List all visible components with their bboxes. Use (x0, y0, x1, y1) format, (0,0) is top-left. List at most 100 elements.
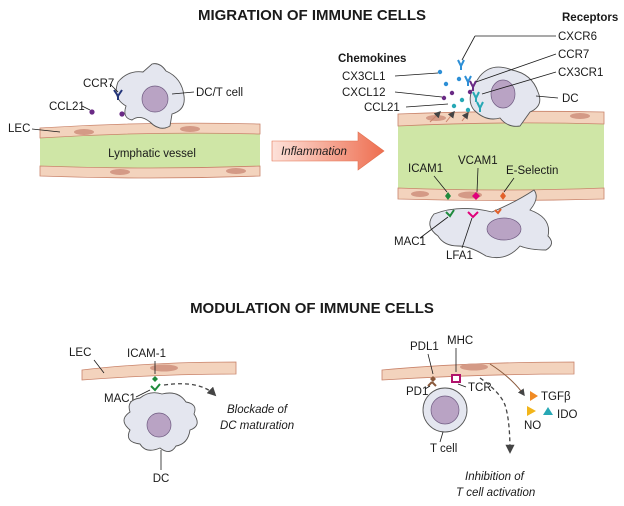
receptors-header: Receptors (562, 12, 618, 24)
icam1-marker (445, 192, 451, 200)
mac1-ligand-icon (150, 383, 161, 392)
leader-line (394, 91, 443, 98)
blockade-label-line2: DC maturation (220, 420, 294, 432)
lec-nucleus (180, 126, 200, 132)
pd1-marker (427, 381, 437, 387)
ligand-label-lfa1: LFA1 (446, 250, 473, 262)
chemokines-header: Chemokines (338, 53, 406, 65)
lec-nucleus (110, 169, 130, 175)
inhibition-arrow (479, 377, 515, 454)
leader-line (424, 385, 431, 390)
leader-line (405, 103, 449, 108)
adhesion-label-icam1: ICAM1 (408, 163, 443, 175)
adhesion-label-vcam1: VCAM1 (458, 155, 498, 167)
chemokine-dots (437, 69, 473, 113)
ccr7-receptor-icon (113, 89, 123, 100)
no-label: NO (524, 420, 541, 432)
inhibition-label-line1: Inhibition of (465, 471, 526, 483)
ido-triangle-icon (543, 407, 553, 415)
cell-nucleus (146, 412, 172, 438)
mhc-marker (451, 374, 461, 383)
mac1-label: MAC1 (104, 393, 136, 405)
leader-line (503, 177, 515, 193)
left-lymphatic-vessel (39, 122, 261, 179)
cxcr6-receptor-icon (464, 75, 472, 86)
mac1-ligand-icon (445, 209, 455, 218)
leader-line (135, 389, 151, 398)
no-triangle-icon (527, 406, 536, 416)
lec-nucleus (411, 191, 429, 197)
vcam1-marker (472, 192, 480, 200)
leader-line (171, 91, 195, 95)
chemokine-label-cx3cl1: CX3CL1 (342, 71, 385, 83)
leader-line (457, 383, 467, 388)
secretion-arrow (489, 363, 525, 397)
modulation-dc-cell (123, 392, 198, 452)
leader-line (433, 175, 448, 193)
tcr-label: TCR (468, 382, 492, 394)
leader-line (427, 353, 434, 375)
adhered-dc-cell (429, 189, 552, 259)
icam-1-label: ICAM-1 (127, 348, 166, 360)
vessel-bottom-wall (39, 165, 261, 179)
leader-line (481, 71, 557, 95)
mod-dc-label: DC (153, 473, 170, 485)
e-selectin-marker (500, 192, 506, 200)
chemokine-label-cxcl12: CXCL12 (342, 87, 385, 99)
mhc-label: MHC (447, 335, 473, 347)
leader-line (439, 431, 444, 443)
cell-label: DC/T cell (196, 87, 243, 99)
modulation-title: MODULATION OF IMMUNE CELLS (190, 300, 434, 317)
lec-nucleus (460, 363, 488, 371)
receptor-label-cx3cr1: CX3CR1 (558, 67, 603, 79)
leader-line (461, 35, 476, 61)
vessel-lumen (40, 131, 260, 170)
leader-line (394, 72, 439, 77)
cell-nucleus (141, 85, 169, 113)
leader-line (81, 105, 91, 111)
modulation-left-endothelium (81, 361, 237, 381)
receptor-label-cxcr6: CXCR6 (558, 31, 597, 43)
leader-line (93, 359, 105, 374)
leader-line (475, 53, 557, 83)
icam-1-marker (152, 376, 158, 382)
ido-label: IDO (557, 409, 578, 421)
ccr7-receptor-icon (469, 80, 477, 91)
pdl1-marker (430, 376, 436, 382)
modulation-right-endothelium (381, 361, 575, 381)
right-inflamed-vessel (397, 110, 605, 201)
chemokine-label-ccl21: CCL21 (364, 102, 400, 114)
lec-label: LEC (8, 123, 30, 135)
mod-lec-label: LEC (69, 347, 91, 359)
vessel-top-wall (39, 122, 261, 139)
cx3cr1-receptor-icon (472, 91, 480, 102)
vessel-lumen (398, 121, 604, 192)
leader-line (476, 167, 479, 193)
adhesion-label-e-selectin: E-Selectin (506, 165, 558, 177)
ccr7-label: CCR7 (83, 78, 114, 90)
tgfb-label: TGFβ (541, 391, 571, 403)
leader-line (31, 128, 61, 133)
cxcr6-receptor-icon (457, 59, 465, 70)
lec-nucleus (570, 113, 590, 119)
cx3cr1-receptor-icon (476, 101, 484, 112)
inflammation-label: Inflammation (281, 146, 347, 158)
dc-label-right: DC (562, 93, 579, 105)
cell-nucleus (490, 79, 516, 109)
t-cell (422, 387, 468, 433)
arrow-shape (271, 131, 385, 171)
leader-line (535, 95, 559, 99)
selectin-ligand-icon (494, 208, 502, 215)
vessel-label: Lymphatic vessel (108, 148, 196, 160)
lfa1-ligand-icon (467, 211, 479, 219)
ligand-label-mac1: MAC1 (394, 236, 426, 248)
pd1-label: PD1 (406, 386, 428, 398)
pdl1-label: PDL1 (410, 341, 439, 353)
adhesion-molecules (445, 192, 506, 200)
blockade-arrow (163, 383, 217, 397)
lec-nucleus (74, 129, 94, 135)
t-cell-label: T cell (430, 443, 457, 455)
tgfb-triangle-icon (530, 391, 538, 401)
